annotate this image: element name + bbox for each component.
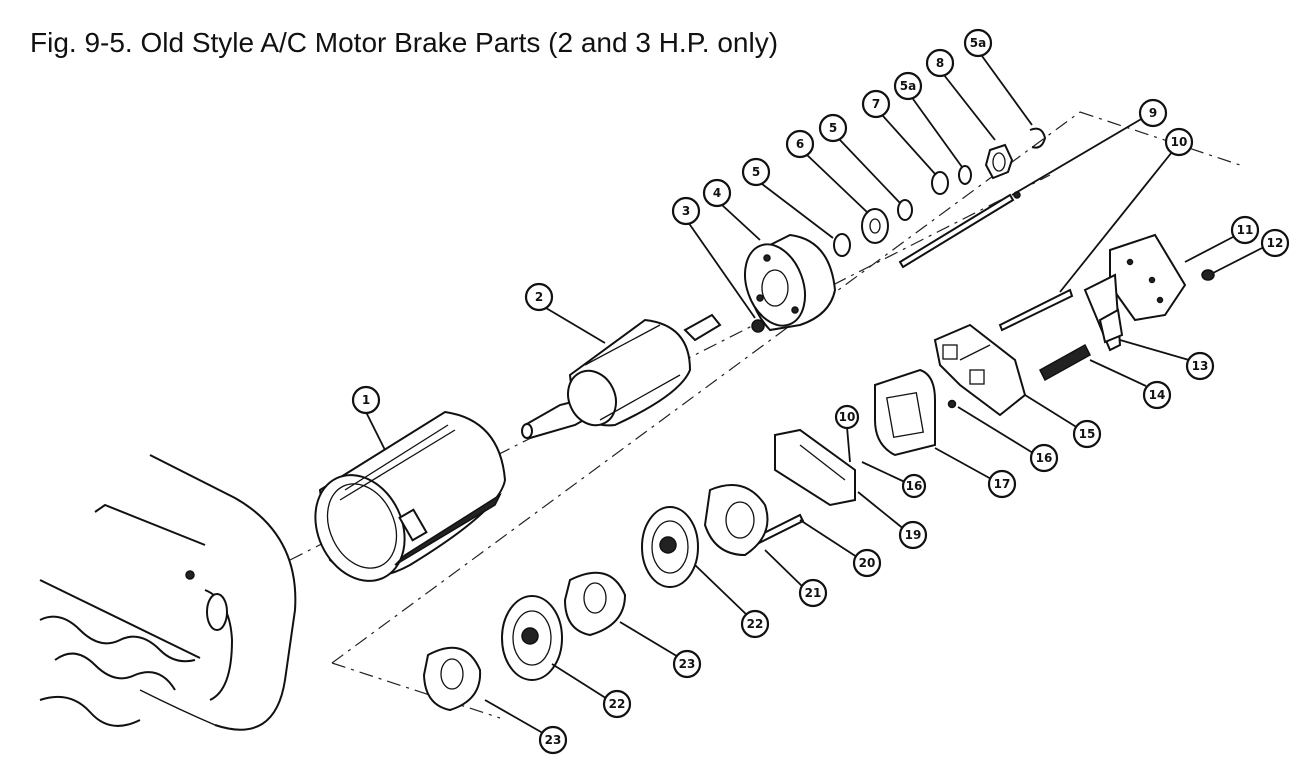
lever-part xyxy=(1083,273,1124,352)
callout-label: 17 xyxy=(994,477,1011,491)
callout-label: 7 xyxy=(872,97,880,111)
magnet-coil-part xyxy=(874,368,936,457)
callout-label: 16 xyxy=(1036,451,1053,465)
callout-label: 5a xyxy=(970,36,986,50)
callout-label: 5a xyxy=(900,79,916,93)
callout-1: 1 xyxy=(351,385,381,415)
shaft-part xyxy=(898,191,1021,269)
assembly-centerline-lines xyxy=(289,111,1241,719)
callout-label: 21 xyxy=(805,586,822,600)
callout-22-upper: 22 xyxy=(740,609,770,639)
callout-label: 3 xyxy=(682,204,690,218)
friction-disc-upper-part xyxy=(641,506,699,588)
callout-label: 9 xyxy=(1149,106,1157,120)
motor-housing-shape xyxy=(39,454,297,731)
callout-12: 12 xyxy=(1260,228,1290,258)
stator-shell-part xyxy=(314,410,507,582)
callout-label: 22 xyxy=(609,697,626,711)
callout-7: 7 xyxy=(861,89,891,119)
callout-label: 19 xyxy=(905,528,922,542)
callout-label: 16 xyxy=(906,479,923,493)
callout-label: 14 xyxy=(1149,388,1166,402)
callout-label: 23 xyxy=(679,657,696,671)
callout-16-lower: 16 xyxy=(901,473,927,499)
callout-label: 23 xyxy=(545,733,562,747)
separator-plate-upper-part xyxy=(563,571,627,637)
callout-4: 4 xyxy=(702,178,732,208)
callout-label: 4 xyxy=(713,186,721,200)
small-screw-part xyxy=(947,399,957,409)
callout-15: 15 xyxy=(1072,419,1102,449)
rod-part xyxy=(998,288,1074,332)
callout-5a-second: 5a xyxy=(963,28,993,58)
callout-14: 14 xyxy=(1142,380,1172,410)
screw-part xyxy=(751,319,765,333)
bracket-plate-part xyxy=(1109,233,1187,322)
mounting-bracket-part xyxy=(774,428,856,507)
callout-label: 13 xyxy=(1192,359,1209,373)
callout-19: 19 xyxy=(898,520,928,550)
callout-label: 1 xyxy=(362,393,370,407)
callout-5a-first: 5a xyxy=(893,71,923,101)
callout-label: 22 xyxy=(747,617,764,631)
rotor-part xyxy=(521,313,722,440)
callout-label: 2 xyxy=(535,290,543,304)
callout-8: 8 xyxy=(925,48,955,78)
callout-23-lower: 23 xyxy=(538,725,568,755)
figure-title: Fig. 9-5. Old Style A/C Motor Brake Part… xyxy=(30,27,779,58)
callout-20: 20 xyxy=(852,548,882,578)
callout-label: 15 xyxy=(1079,427,1096,441)
callout-label: 11 xyxy=(1237,223,1254,237)
bearing-and-ring-parts xyxy=(833,127,1047,257)
callout-17: 17 xyxy=(987,469,1017,499)
callout-13: 13 xyxy=(1185,351,1215,381)
separator-plate-lower-part xyxy=(422,646,482,712)
callout-label: 6 xyxy=(796,137,804,151)
callout-5-second: 5 xyxy=(818,113,848,143)
friction-disc-lower-part xyxy=(501,595,563,681)
callout-23-upper: 23 xyxy=(672,649,702,679)
callout-3: 3 xyxy=(671,196,701,226)
callout-10-upper: 10 xyxy=(1164,127,1194,157)
callout-label: 10 xyxy=(839,410,856,424)
callout-2: 2 xyxy=(524,282,554,312)
callout-label: 10 xyxy=(1171,135,1188,149)
leader-lines xyxy=(365,55,1263,737)
nut-part xyxy=(1201,269,1215,281)
callout-16-upper: 16 xyxy=(1029,443,1059,473)
end-bell-part xyxy=(744,233,837,332)
callout-5-first: 5 xyxy=(741,157,771,187)
callout-label: 5 xyxy=(829,121,837,135)
callout-label: 20 xyxy=(859,556,876,570)
callout-label: 5 xyxy=(752,165,760,179)
callout-9: 9 xyxy=(1138,98,1168,128)
callout-21: 21 xyxy=(798,578,828,608)
callout-6: 6 xyxy=(785,129,815,159)
callout-22-lower: 22 xyxy=(602,689,632,719)
spring-part xyxy=(1039,343,1091,382)
callout-label: 8 xyxy=(936,56,944,70)
armature-block-part xyxy=(933,323,1027,417)
callout-11: 11 xyxy=(1230,215,1260,245)
callout-10-lower: 10 xyxy=(834,404,860,430)
pressure-plate-part xyxy=(703,484,769,557)
callout-label: 12 xyxy=(1267,236,1284,250)
